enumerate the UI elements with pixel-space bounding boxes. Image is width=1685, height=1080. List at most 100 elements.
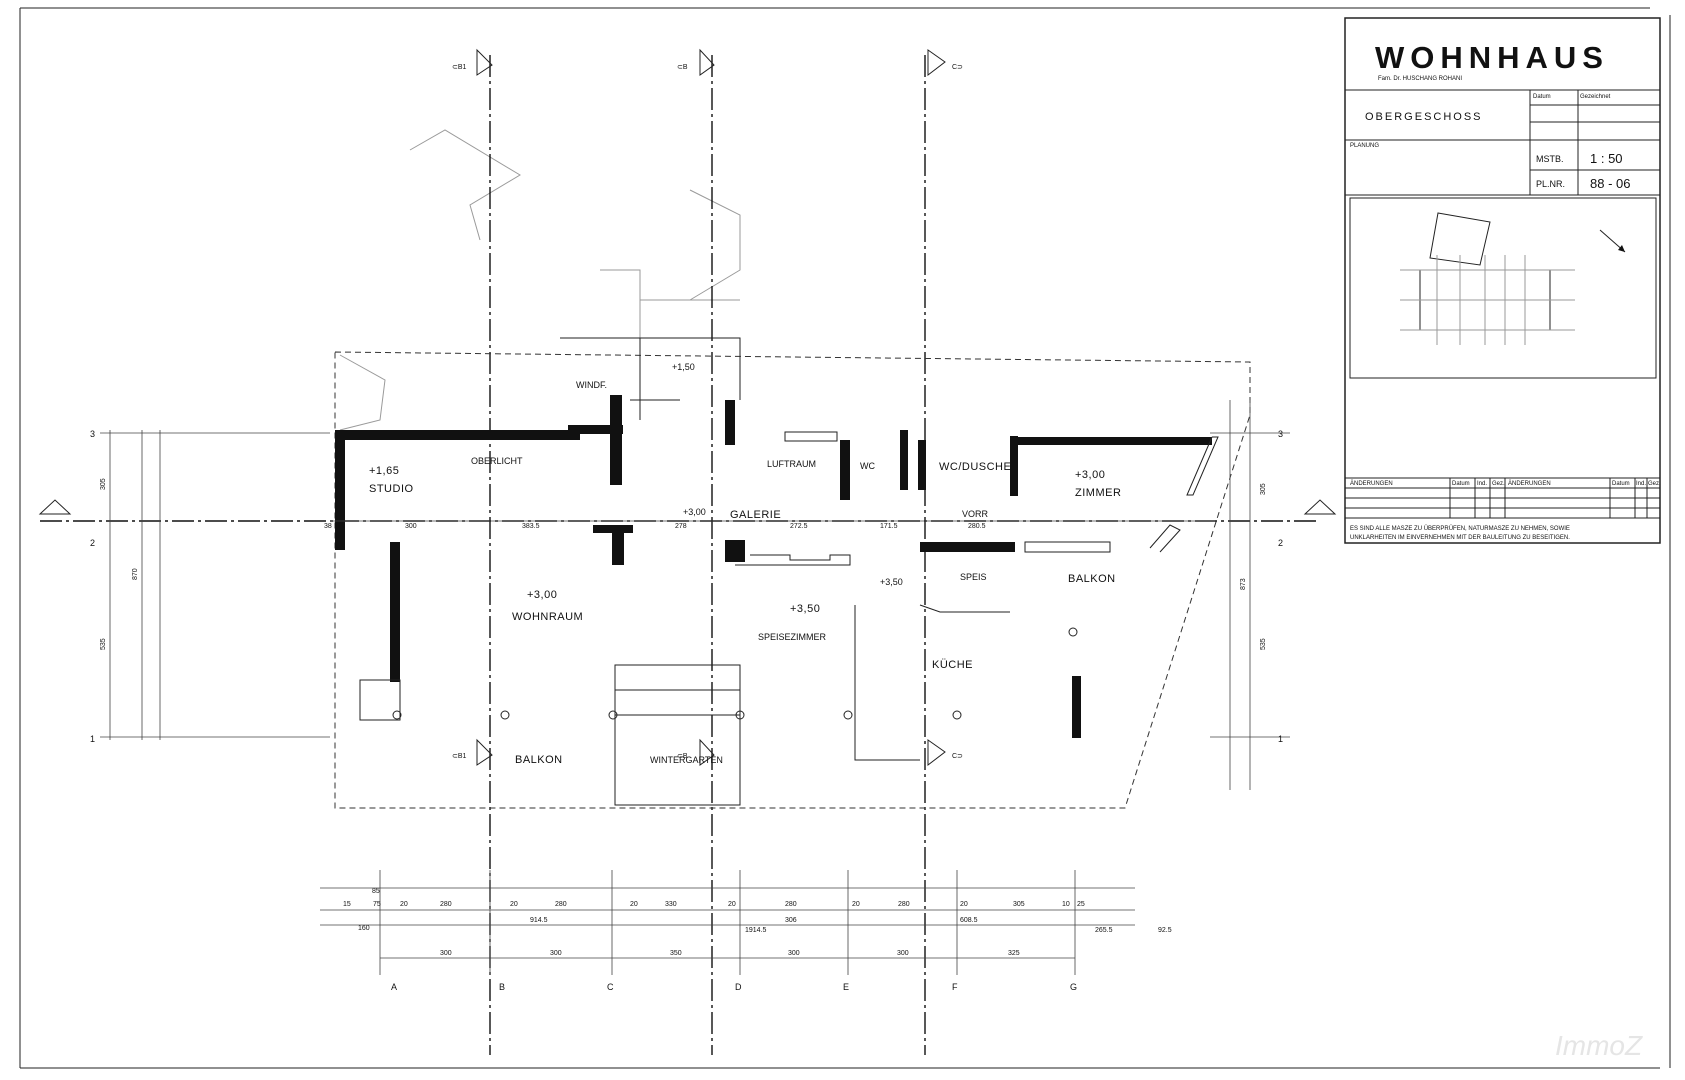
svg-text:1914.5: 1914.5 — [745, 927, 767, 934]
svg-text:15: 15 — [343, 901, 351, 908]
svg-text:330: 330 — [665, 901, 677, 908]
dim-171: 171.5 — [880, 523, 898, 530]
svg-text:⊂B1: ⊂B1 — [452, 64, 467, 71]
svg-text:305: 305 — [100, 478, 107, 490]
svg-text:⊂B: ⊂B — [677, 64, 688, 71]
room-level-entry: +1,50 — [672, 362, 695, 372]
dim-383: 383.5 — [522, 523, 540, 530]
svg-text:306: 306 — [785, 917, 797, 924]
svg-text:535: 535 — [100, 638, 107, 650]
svg-text:160: 160 — [358, 925, 370, 932]
column-axis-letters: A B C D E F G — [391, 982, 1077, 992]
svg-text:325: 325 — [1008, 950, 1020, 957]
room-kueche: KÜCHE — [932, 659, 973, 671]
dim-272: 272.5 — [790, 523, 808, 530]
svg-text:20: 20 — [728, 901, 736, 908]
tb-note-2: UNKLARHEITEN IM EINVERNEHMEN MIT DER BAU… — [1350, 535, 1570, 541]
room-level-galerie: +3,00 — [683, 507, 706, 517]
room-level-wohnraum: +3,00 — [527, 589, 557, 601]
room-level-speisezimmer: +3,50 — [790, 603, 820, 615]
room-luftraum: LUFTRAUM — [767, 459, 816, 469]
tb-note-1: ES SIND ALLE MASZE ZU ÜBERPRÜFEN, NATURM… — [1350, 525, 1570, 532]
watermark: ImmoZ — [1555, 1030, 1643, 1061]
section-markers-top: ⊂B1 ⊂B C⊃ — [452, 48, 963, 77]
svg-text:265.5: 265.5 — [1095, 927, 1113, 934]
axis-A: A — [391, 982, 397, 992]
svg-text:⊂B1: ⊂B1 — [452, 753, 467, 760]
svg-text:300: 300 — [897, 950, 909, 957]
svg-text:ÄNDERUNGEN: ÄNDERUNGEN — [1350, 480, 1393, 487]
tb-sheet: OBERGESCHOSS — [1365, 111, 1483, 123]
svg-text:10: 10 — [1062, 901, 1070, 908]
room-studio: STUDIO — [369, 483, 414, 495]
left-dimension-chain: 305 870 535 3 2 1 — [90, 429, 330, 744]
room-zimmer: ZIMMER — [1075, 487, 1121, 499]
dim-38: 38 — [324, 523, 332, 530]
svg-text:Datum: Datum — [1533, 94, 1551, 100]
svg-text:20: 20 — [852, 901, 860, 908]
room-windf: WINDF. — [576, 380, 607, 390]
svg-text:20: 20 — [400, 901, 408, 908]
row-axis-1-right: 1 — [1278, 734, 1283, 744]
row-axis-2-left: 2 — [90, 538, 95, 548]
room-galerie: GALERIE — [730, 509, 781, 521]
section-markers-bottom: ⊂B1 ⊂B C⊃ — [452, 738, 963, 767]
svg-text:914.5: 914.5 — [530, 917, 548, 924]
svg-text:608.5: 608.5 — [960, 917, 978, 924]
svg-text:20: 20 — [960, 901, 968, 908]
svg-text:535: 535 — [1260, 638, 1267, 650]
right-dimension-chain: 305 873 535 3 2 1 — [1210, 400, 1290, 790]
bottom-dimension-chains: 85 15 75 20 280 20 280 20 330 20 280 20 … — [320, 870, 1172, 975]
row-axis-3-left: 3 — [90, 429, 95, 439]
thin-walls — [359, 337, 1219, 806]
axis-D: D — [735, 982, 742, 992]
section-marker-left — [38, 499, 72, 515]
svg-text:20: 20 — [630, 901, 638, 908]
svg-text:92.5: 92.5 — [1158, 927, 1172, 934]
svg-text:300: 300 — [440, 950, 452, 957]
tb-label-mstb: MSTB. — [1536, 154, 1564, 164]
svg-text:ÄNDERUNGEN: ÄNDERUNGEN — [1508, 480, 1551, 487]
svg-text:Datum: Datum — [1452, 481, 1470, 487]
room-level-studio: +1,65 — [369, 465, 399, 477]
room-balkon-left: BALKON — [515, 754, 563, 766]
svg-text:PLANUNG: PLANUNG — [1350, 143, 1379, 149]
dim-300: 300 — [405, 523, 417, 530]
interior-dimensions: 38 300 383.5 278 272.5 280.5 171.5 — [324, 520, 1215, 530]
svg-text:280: 280 — [440, 901, 452, 908]
svg-text:Ind.: Ind. — [1636, 481, 1646, 487]
svg-text:Ind.: Ind. — [1477, 481, 1487, 487]
svg-text:305: 305 — [1260, 483, 1267, 495]
tb-plnr: 88 - 06 — [1590, 176, 1630, 191]
room-wc: WC — [860, 461, 875, 471]
dim-278: 278 — [675, 523, 687, 530]
section-marker-right — [1303, 499, 1337, 515]
tb-mstb: 1 : 50 — [1590, 151, 1623, 166]
svg-text:Gezeichnet: Gezeichnet — [1580, 94, 1611, 100]
room-vorr: VORR — [962, 509, 989, 519]
room-level-kueche: +3,50 — [880, 577, 903, 587]
label-oberlicht: OBERLICHT — [471, 456, 523, 466]
row-axis-2-right: 2 — [1278, 538, 1283, 548]
ghost-outline-lower-floor — [339, 129, 741, 431]
key-plan — [1400, 212, 1626, 345]
tb-label-plnr: PL.NR. — [1536, 179, 1565, 189]
room-level-zimmer: +3,00 — [1075, 469, 1105, 481]
svg-text:Datum: Datum — [1612, 481, 1630, 487]
room-speisezimmer: SPEISEZIMMER — [758, 632, 827, 642]
svg-text:25: 25 — [1077, 901, 1085, 908]
svg-text:C⊃: C⊃ — [952, 753, 963, 760]
title-block: WOHNHAUS Fam. Dr. HUSCHANG ROHANI Gezeic… — [1344, 17, 1661, 544]
svg-text:873: 873 — [1240, 578, 1247, 590]
room-speis: SPEIS — [960, 572, 987, 582]
svg-text:280: 280 — [898, 901, 910, 908]
axis-G: G — [1070, 982, 1077, 992]
room-balkon-right: BALKON — [1068, 573, 1116, 585]
svg-text:⊂B: ⊂B — [677, 753, 688, 760]
svg-text:85: 85 — [372, 888, 380, 895]
axis-C: C — [607, 982, 614, 992]
heavy-walls — [335, 395, 1212, 738]
axis-F: F — [952, 982, 958, 992]
room-wc-dusche: WC/DUSCHE — [939, 461, 1011, 473]
